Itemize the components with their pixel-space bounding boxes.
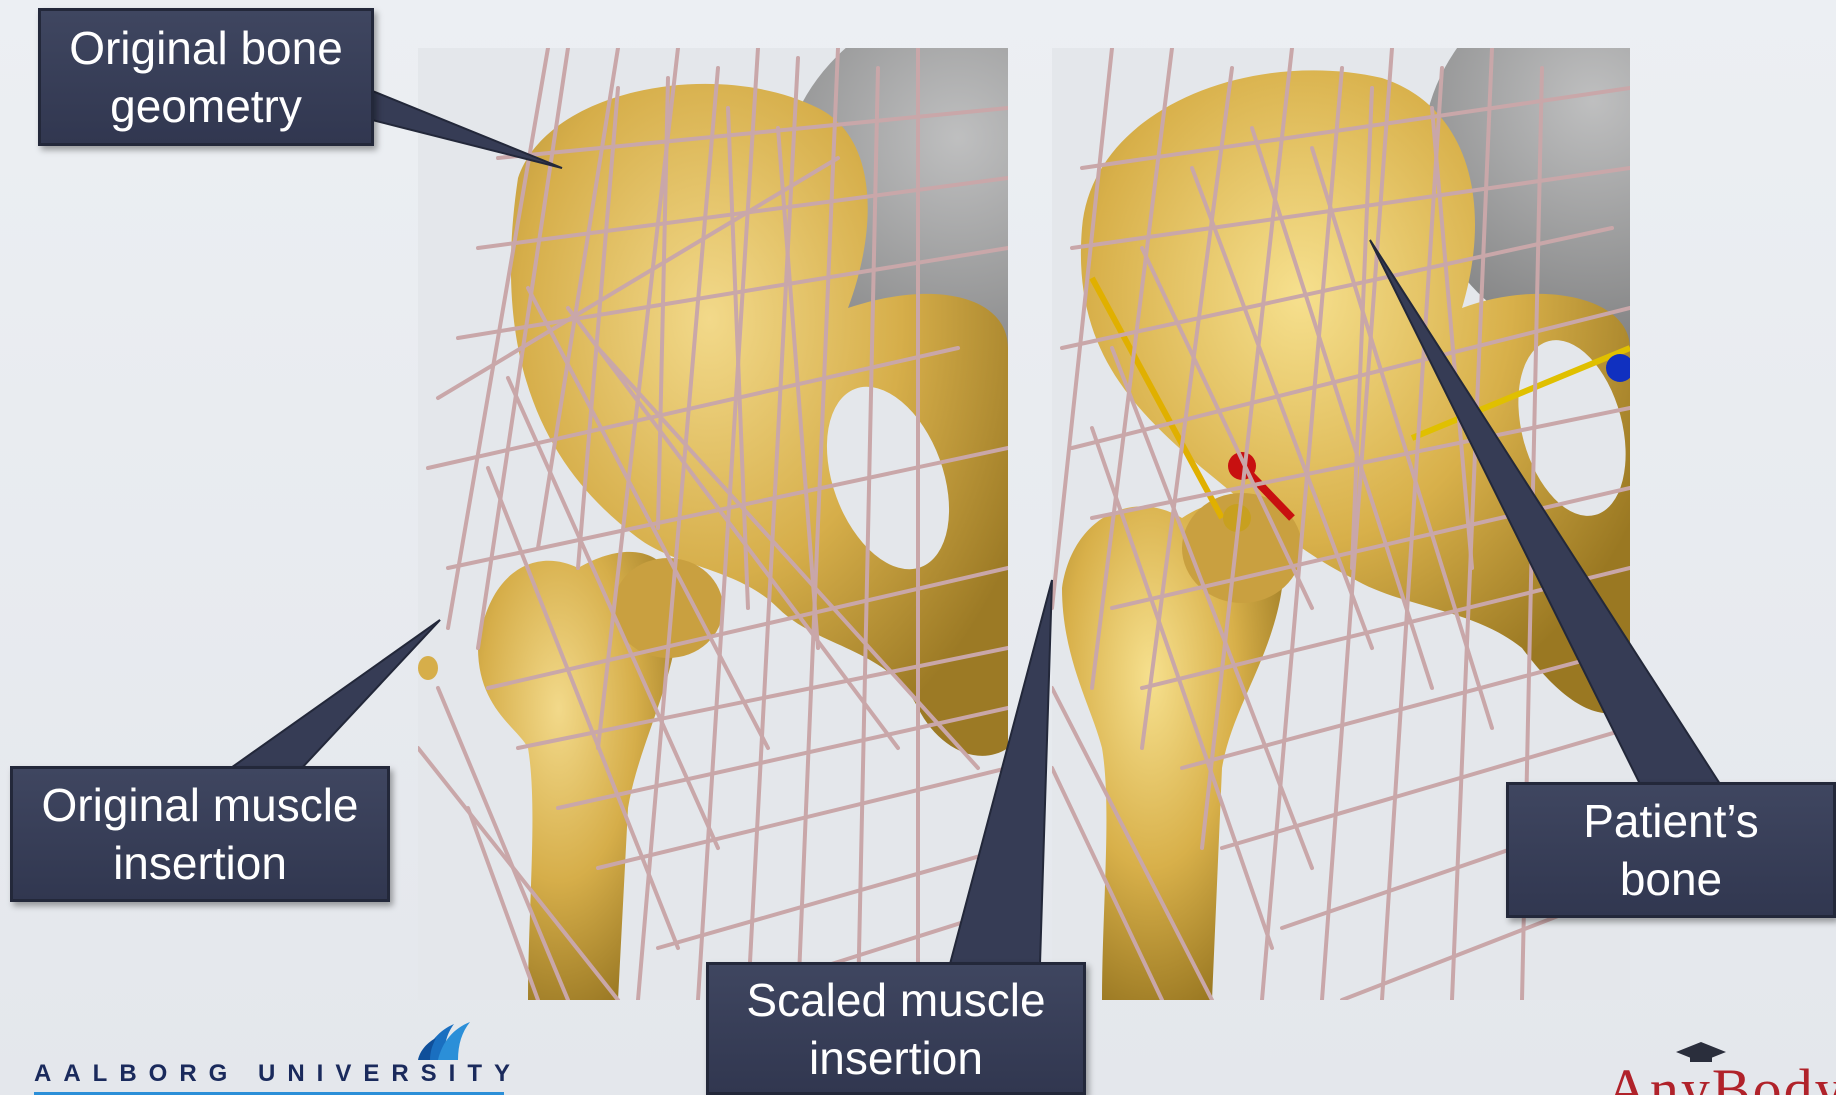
original-model-render [418, 48, 1008, 1000]
callout-scaled-muscle-insertion-label: Scaled muscle insertion [746, 971, 1045, 1087]
aalborg-university-logo: AALBORG UNIVERSITY [34, 1060, 522, 1088]
callout-patients-bone: Patient’s bone [1506, 782, 1836, 918]
aalborg-university-logo-icon [414, 1012, 474, 1067]
callout-patients-bone-label: Patient’s bone [1583, 792, 1759, 908]
callout-original-bone-geometry: Original bone geometry [38, 8, 374, 146]
anybody-logo: AnyBody [1596, 1040, 1836, 1095]
original-model-view [418, 48, 1008, 1000]
callout-original-muscle-insertion: Original muscle insertion [10, 766, 390, 902]
callout-scaled-muscle-insertion: Scaled muscle insertion [706, 962, 1086, 1095]
original-insertion-node [418, 656, 438, 680]
callout-original-bone-geometry-label: Original bone geometry [69, 19, 343, 135]
anybody-logo-text: AnyBody [1606, 1056, 1836, 1095]
callout-original-muscle-insertion-label: Original muscle insertion [42, 776, 359, 892]
